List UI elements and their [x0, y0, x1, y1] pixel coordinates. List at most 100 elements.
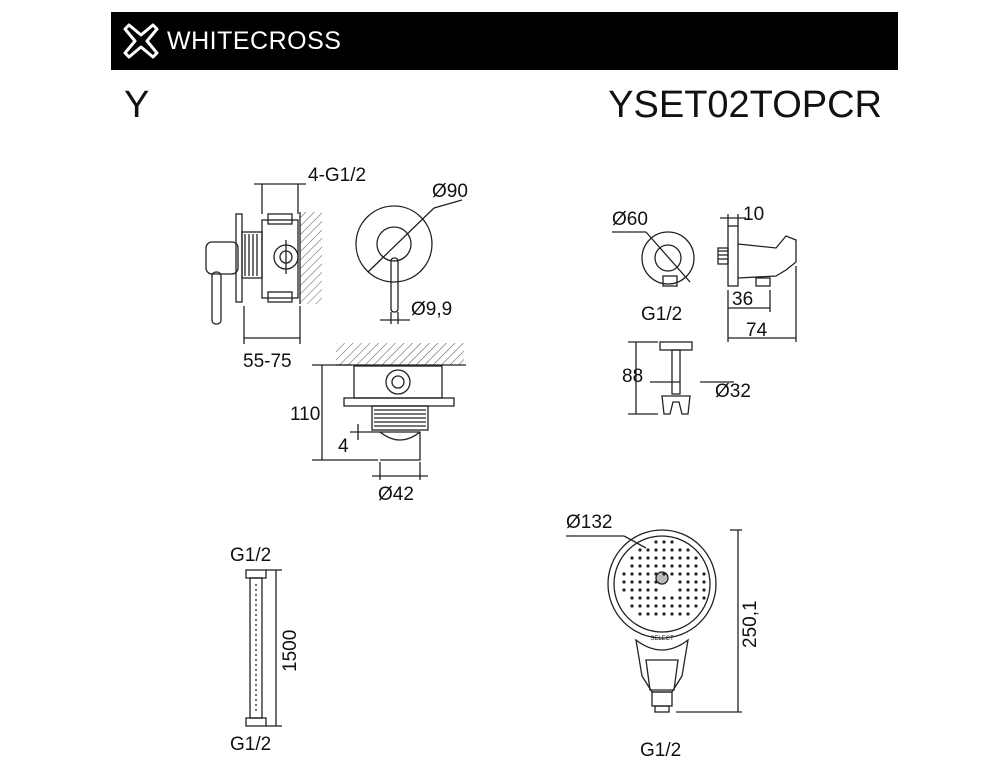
nozzle-dot — [662, 564, 666, 568]
mixer-side-view — [205, 183, 322, 344]
nozzle-dot — [686, 572, 690, 576]
nozzle-dot — [622, 580, 626, 584]
nozzle-dot — [630, 604, 634, 608]
nozzle-dot — [678, 612, 682, 616]
hand-shower — [566, 529, 742, 713]
outlet-front-view — [612, 231, 695, 287]
nozzle-dot — [686, 612, 690, 616]
label-outlet-depth: 10 — [743, 204, 764, 225]
nozzle-dot — [630, 588, 634, 592]
label-head-diameter: Ø132 — [566, 512, 612, 533]
label-outlet-thread: G1/2 — [641, 304, 682, 325]
mixer-front-view — [355, 199, 463, 324]
nozzle-dot — [654, 580, 658, 584]
nozzle-dot — [662, 556, 666, 560]
nozzle-dot — [646, 548, 650, 552]
model-code: YSET02TOPCR — [608, 84, 882, 126]
label-inlets: 4-G1/2 — [308, 165, 366, 186]
nozzle-dot — [654, 596, 658, 600]
nozzle-dot — [654, 556, 658, 560]
nozzle-dot — [678, 556, 682, 560]
nozzle-dot — [678, 604, 682, 608]
nozzle-dot — [646, 604, 650, 608]
nozzle-dot — [630, 556, 634, 560]
nozzle-dot — [646, 556, 650, 560]
nozzle-dot — [670, 564, 674, 568]
nozzle-dot — [670, 540, 674, 544]
nozzle-dot — [646, 612, 650, 616]
nozzle-dot — [678, 548, 682, 552]
nozzle-dot — [630, 580, 634, 584]
shower-spray-nozzles — [622, 540, 706, 616]
nozzle-dot — [702, 580, 706, 584]
nozzle-dot — [670, 548, 674, 552]
nozzle-dot — [694, 604, 698, 608]
label-outlet-length-a: 36 — [732, 289, 753, 310]
nozzle-dot — [654, 604, 658, 608]
nozzle-dot — [638, 564, 642, 568]
nozzle-dot — [702, 588, 706, 592]
label-holder-diameter: Ø32 — [715, 381, 751, 402]
nozzle-dot — [646, 564, 650, 568]
nozzle-dot — [678, 572, 682, 576]
nozzle-dot — [630, 564, 634, 568]
label-hose-top-thread: G1/2 — [230, 545, 271, 566]
nozzle-dot — [662, 604, 666, 608]
nozzle-dot — [638, 612, 642, 616]
nozzle-dot — [638, 596, 642, 600]
label-shower-length: 250,1 — [740, 600, 761, 648]
nozzle-dot — [670, 596, 674, 600]
nozzle-dot — [662, 612, 666, 616]
label-shower-thread: G1/2 — [640, 740, 681, 761]
nozzle-dot — [646, 580, 650, 584]
nozzle-dot — [646, 572, 650, 576]
nozzle-dot — [662, 572, 666, 576]
outlet-side-view — [717, 214, 797, 342]
series-code: Y — [124, 84, 150, 126]
nozzle-dot — [662, 596, 666, 600]
label-lever-diameter: Ø9,9 — [411, 299, 452, 320]
nozzle-dot — [654, 572, 658, 576]
shower-holder — [628, 341, 734, 415]
nozzle-dot — [678, 564, 682, 568]
label-cover-diameter: Ø90 — [432, 181, 468, 202]
shower-hose — [245, 569, 282, 727]
label-offset: 4 — [338, 436, 349, 457]
nozzle-dot — [686, 548, 690, 552]
brand-name: WHITECROSS — [167, 26, 342, 55]
nozzle-dot — [686, 580, 690, 584]
label-hose-length: 1500 — [280, 630, 301, 672]
nozzle-dot — [662, 548, 666, 552]
label-height: 110 — [290, 404, 320, 425]
nozzle-dot — [622, 572, 626, 576]
nozzle-dot — [678, 588, 682, 592]
nozzle-dot — [686, 556, 690, 560]
nozzle-dot — [686, 596, 690, 600]
label-shower-button: SELECT — [650, 636, 674, 642]
nozzle-dot — [670, 604, 674, 608]
nozzle-dot — [638, 556, 642, 560]
nozzle-dot — [694, 580, 698, 584]
nozzle-dot — [630, 572, 634, 576]
nozzle-dot — [638, 572, 642, 576]
label-outlet-height: 88 — [622, 366, 643, 387]
nozzle-dot — [638, 548, 642, 552]
nozzle-dot — [654, 588, 658, 592]
label-outlet-diameter: Ø60 — [612, 209, 648, 230]
mixer-top-view — [312, 343, 466, 480]
nozzle-dot — [638, 588, 642, 592]
nozzle-dot — [654, 612, 658, 616]
nozzle-dot — [662, 540, 666, 544]
nozzle-dot — [694, 588, 698, 592]
nozzle-dot — [654, 564, 658, 568]
brand-header: WHITECROSS — [111, 12, 898, 70]
nozzle-dot — [670, 612, 674, 616]
label-depth-range: 55-75 — [243, 351, 292, 372]
nozzle-dot — [678, 596, 682, 600]
nozzle-dot — [702, 572, 706, 576]
nozzle-dot — [622, 588, 626, 592]
nozzle-dot — [694, 564, 698, 568]
nozzle-dot — [686, 588, 690, 592]
nozzle-dot — [694, 596, 698, 600]
